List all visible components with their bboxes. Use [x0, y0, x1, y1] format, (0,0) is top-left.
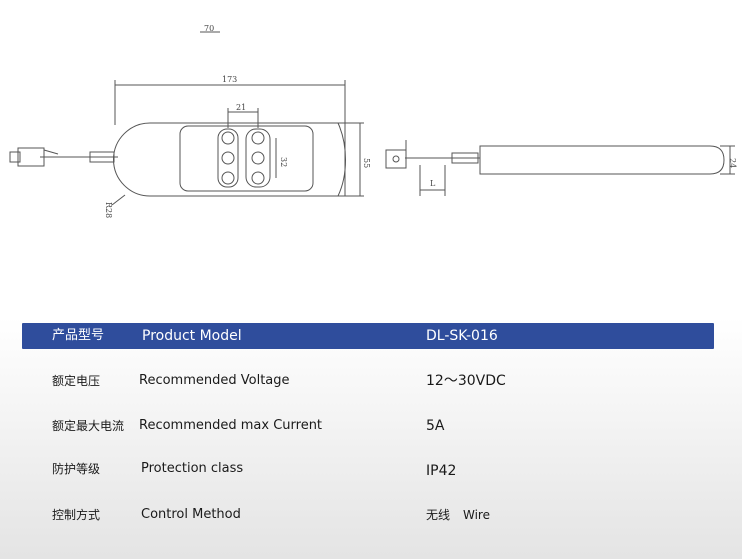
- spec-row-current: 额定最大电流 Recommended max Current 5A: [22, 411, 714, 441]
- button-right-3: [251, 171, 265, 185]
- row-value: 5A: [426, 418, 445, 434]
- spec-header-row: 产品型号 Product Model DL-SK-016: [22, 323, 714, 349]
- dim-button-height: 32: [279, 157, 288, 167]
- row-label-en: Protection class: [141, 461, 244, 476]
- button-right-2: [251, 151, 265, 165]
- button-left-1: [221, 131, 235, 145]
- connector-right: [385, 149, 407, 169]
- cable-strain-relief-right: [451, 152, 479, 164]
- right-button-column: [245, 128, 271, 188]
- left-button-column: [217, 128, 239, 188]
- row-label-en: Recommended Voltage: [139, 373, 290, 388]
- row-label-zh: 额定最大电流: [52, 419, 125, 433]
- header-value: DL-SK-016: [426, 328, 498, 344]
- button-panel-outline: [179, 125, 314, 192]
- row-label-zh: 控制方式: [52, 508, 101, 522]
- connector-pin-right: [392, 155, 400, 163]
- dim-radius: R28: [104, 202, 113, 218]
- header-label-zh: 产品型号: [52, 328, 105, 343]
- controller-side-outline: [479, 145, 725, 175]
- row-label-zh: 防护等级: [52, 462, 101, 476]
- dim-top-cut: 70: [204, 24, 214, 33]
- row-value: IP42: [426, 463, 457, 479]
- dim-body-height: 55: [362, 158, 371, 168]
- connector-tip-left: [9, 151, 21, 163]
- connector-latch-left: [43, 149, 59, 155]
- dim-button-pitch: 21: [236, 103, 246, 112]
- dim-length: 173: [222, 75, 237, 84]
- body-end-curve: [337, 122, 346, 197]
- row-value: 无线: [426, 508, 451, 522]
- radius-leader: [111, 194, 126, 206]
- row-value: 12～30VDC: [426, 373, 506, 389]
- dim-cable-length: L: [430, 179, 436, 188]
- dim-side-height: 24: [728, 158, 737, 168]
- controller-drawing-svg: 70 173 21 32 55 R28 24 L: [9, 24, 737, 218]
- row-label-en: Recommended max Current: [139, 418, 323, 433]
- row-label-zh: 额定电压: [52, 374, 101, 388]
- technical-drawing: 70 173 21 32 55 R28 24 L: [9, 24, 737, 218]
- button-right-1: [251, 131, 265, 145]
- button-left-2: [221, 151, 235, 165]
- spec-row-voltage: 额定电压 Recommended Voltage 12～30VDC: [22, 366, 714, 396]
- button-left-3: [221, 171, 235, 185]
- controller-body-outline: [113, 122, 346, 197]
- header-label-en: Product Model: [142, 328, 242, 344]
- spec-row-control: 控制方式 Control Method 无线 Wire: [22, 500, 714, 530]
- spec-row-protection: 防护等级 Protection class IP42: [22, 454, 714, 484]
- row-label-en: Control Method: [141, 507, 241, 522]
- spec-table: 产品型号 Product Model DL-SK-016 额定电压 Recomm…: [0, 318, 742, 559]
- cable-strain-relief-left: [89, 151, 115, 163]
- row-value-extra: Wire: [463, 508, 490, 522]
- connector-left: [17, 147, 45, 167]
